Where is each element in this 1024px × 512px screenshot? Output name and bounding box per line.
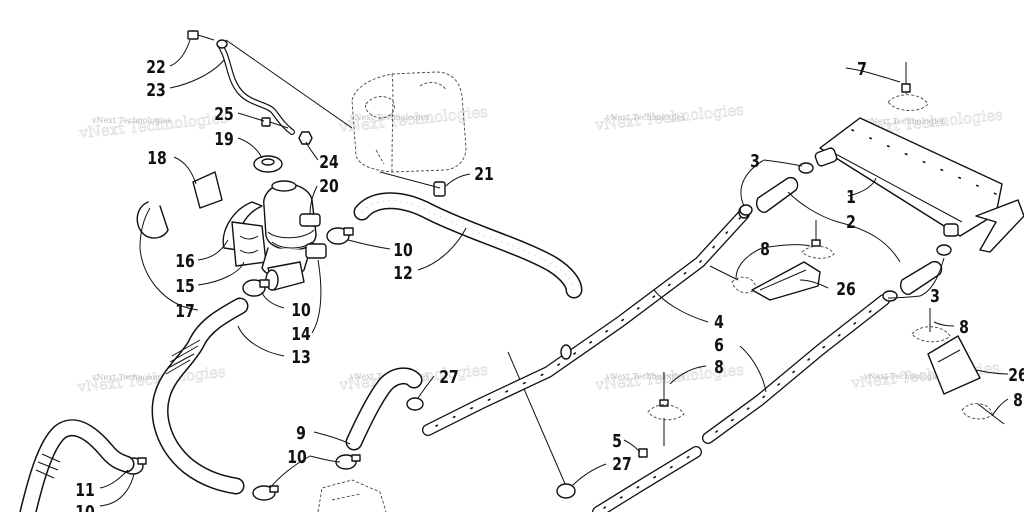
reservoir-cap [253, 155, 283, 173]
callout-8: 8 [1013, 389, 1023, 410]
callout-11: 11 [75, 479, 95, 500]
callout-15: 15 [175, 275, 195, 296]
heat-exchanger-1 [814, 117, 1024, 253]
callout-13: 13 [291, 346, 311, 367]
hose-12 [353, 192, 583, 299]
callout-2: 2 [846, 211, 856, 232]
bracket-26 [927, 335, 981, 395]
callout-3: 3 [750, 150, 760, 171]
breather-tube [216, 39, 295, 135]
fastener-8 [647, 372, 685, 446]
callout-17: 17 [175, 300, 195, 321]
callout-8: 8 [714, 356, 724, 377]
callout-27: 27 [439, 366, 459, 387]
callout-9: 9 [296, 422, 306, 443]
hose-clamp [242, 279, 270, 297]
callout-7: 7 [857, 58, 867, 79]
heat-exchanger-6 [702, 294, 890, 444]
callout-1: 1 [846, 186, 856, 207]
callout-27: 27 [612, 453, 632, 474]
callout-16: 16 [175, 250, 195, 271]
svg-text:vNext Technologies: vNext Technologies [91, 373, 171, 382]
callout-8: 8 [760, 238, 770, 259]
hose-clamp [326, 227, 354, 245]
coupler-2-upper [756, 176, 799, 213]
reservoir-strap [222, 201, 267, 267]
callout-26: 26 [1008, 364, 1024, 385]
callout-12: 12 [393, 262, 413, 283]
callout-5: 5 [612, 430, 622, 451]
leader-lines [99, 39, 1009, 507]
fastener-8 [709, 265, 757, 294]
fastener-8 [911, 308, 1005, 425]
screw-25 [261, 117, 289, 129]
hose-11 [19, 419, 135, 512]
nut-24 [298, 131, 313, 145]
hose-13 [151, 297, 249, 495]
svg-text:vNext Technologies: vNext Technologies [865, 117, 945, 126]
callout-23: 23 [146, 79, 166, 100]
watermark: vNext Technologies vNext Technologies [593, 100, 745, 134]
callout-18: 18 [147, 147, 167, 168]
engine-mount-ghost [317, 479, 387, 512]
callout-26: 26 [836, 278, 856, 299]
reference-lines [225, 39, 567, 487]
callout-20: 20 [319, 175, 339, 196]
callout-10: 10 [75, 501, 95, 512]
svg-text:vNext Technologies: vNext Technologies [349, 113, 429, 122]
clamp-3 [739, 162, 952, 302]
svg-text:vNext Technologies: vNext Technologies [605, 113, 685, 122]
fastener-5 [638, 448, 648, 458]
heat-exchanger-lower [592, 446, 702, 512]
callout-25: 25 [214, 103, 234, 124]
callout-3: 3 [930, 285, 940, 306]
svg-text:vNext Technologies: vNext Technologies [863, 372, 943, 381]
callouts: 22 23 25 19 24 18 20 21 10 12 16 15 17 1… [75, 56, 1024, 512]
callout-22: 22 [146, 56, 166, 77]
callout-14: 14 [291, 323, 311, 344]
grommet-7 [887, 62, 929, 111]
callout-8: 8 [959, 316, 969, 337]
band-clamp [136, 201, 169, 239]
callout-21: 21 [474, 163, 494, 184]
watermark: vNext Technologies vNext Technologies [75, 362, 227, 396]
breather-bolt [187, 30, 215, 41]
tank-ghost-outline [351, 71, 467, 173]
watermark: vNext Technologies vNext Technologies [337, 102, 489, 136]
callout-24: 24 [319, 151, 339, 172]
svg-text:vNext Technologies: vNext Technologies [91, 116, 171, 125]
tee-fitting [265, 261, 305, 291]
fastener-8 [801, 220, 835, 259]
hose-9 [345, 367, 423, 451]
decal [192, 171, 223, 209]
coupler-2-lower [900, 260, 943, 295]
callout-10: 10 [291, 299, 311, 320]
svg-text:vNext Technologies: vNext Technologies [78, 109, 229, 143]
bracket-26 [751, 261, 821, 301]
callout-6: 6 [714, 334, 724, 355]
callout-10: 10 [287, 446, 307, 467]
callout-19: 19 [214, 128, 234, 149]
watermark: vNext Technologies vNext Technologies [77, 108, 229, 143]
hose-clamp [252, 485, 279, 501]
callout-10: 10 [393, 239, 413, 260]
clamp-27 [406, 397, 576, 499]
svg-text:vNext Technologies: vNext Technologies [605, 372, 685, 381]
callout-4: 4 [714, 311, 724, 332]
grommet-21 [433, 181, 446, 197]
